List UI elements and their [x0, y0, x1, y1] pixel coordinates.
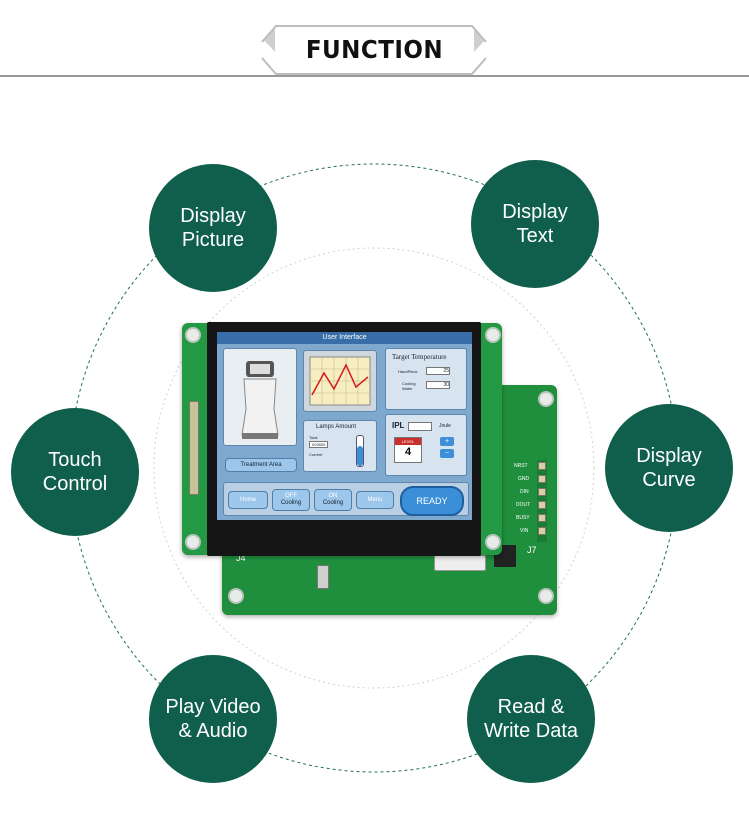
pin-label: DIN [520, 489, 529, 495]
cooling-value[interactable]: 30 [426, 381, 450, 389]
off-cooling-button[interactable]: OFF Cooling [272, 489, 310, 511]
ipl-panel: IPL Joule LEVEL 4 + − [385, 414, 467, 476]
lcd-screen: User Interface Treatment Area Lamps Amou… [217, 332, 472, 520]
button-bar: Home OFF Cooling ON Cooling Menu READY [223, 482, 469, 516]
joule-label: Joule [439, 423, 451, 429]
page-header: FUNCTION [0, 0, 749, 80]
level-value: 4 [404, 446, 412, 458]
side-connector [189, 401, 199, 495]
handpiece-value[interactable]: 25 [426, 367, 450, 375]
ipl-field[interactable] [408, 422, 432, 431]
feature-display-curve: Display Curve [605, 404, 733, 532]
cooling-label: Cooling Water [402, 381, 416, 391]
lamps-panel: Lamps Amount Total 003500 Current [303, 420, 377, 472]
target-temperature-panel: Target Temperature HandPiece 25 Cooling … [385, 348, 467, 410]
total-value: 003500 [309, 441, 329, 448]
curve-panel [303, 350, 377, 412]
level-down-button[interactable]: − [440, 449, 454, 458]
curve-graph [309, 356, 371, 406]
screen-title: User Interface [217, 332, 472, 344]
j4-label: J4 [236, 553, 246, 563]
pin-label: GND [518, 476, 530, 482]
handpiece-label: HandPiece [398, 369, 418, 374]
mount-hole [485, 327, 501, 343]
total-label: Total [309, 435, 318, 440]
current-label: Current [309, 452, 323, 457]
pin-label: NRST [514, 463, 528, 469]
off-label: OFF [285, 493, 297, 499]
ipl-label: IPL [392, 421, 405, 430]
menu-button[interactable]: Menu [356, 491, 394, 509]
mount-hole [485, 534, 501, 550]
mount-hole [185, 534, 201, 550]
feature-display-text: Display Text [471, 160, 599, 288]
target-temperature-title: Target Temperature [392, 353, 447, 361]
feature-touch-control: Touch Control [11, 408, 139, 536]
level-label: LEVEL [395, 438, 421, 445]
crystal [317, 565, 329, 589]
pin-label: DOUT [516, 502, 531, 508]
home-button[interactable]: Home [228, 491, 268, 509]
device-image [241, 361, 279, 439]
on-sub-label: Cooling [322, 500, 344, 506]
lamps-title: Lamps Amount [316, 424, 357, 430]
header-decoration [0, 25, 749, 77]
mount-hole [538, 588, 554, 604]
feature-display-picture: Display Picture [149, 164, 277, 292]
feature-play-video-audio: Play Video & Audio [149, 655, 277, 783]
ready-button[interactable]: READY [400, 486, 464, 516]
page-title: FUNCTION [305, 35, 444, 64]
device-picture-panel [223, 348, 297, 446]
off-sub-label: Cooling [280, 500, 302, 506]
mount-hole [228, 588, 244, 604]
feature-read-write-data: Read & Write Data [467, 655, 595, 783]
pin-label: VIN [520, 528, 529, 534]
mount-hole [185, 327, 201, 343]
lamp-gauge [356, 435, 364, 467]
connector [434, 555, 486, 571]
on-label: ON [328, 493, 338, 499]
level-box: LEVEL 4 [394, 437, 422, 463]
treatment-area-button[interactable]: Treatment Area [225, 458, 297, 472]
pin-label: BUSY [516, 515, 530, 521]
mount-hole [538, 391, 554, 407]
level-up-button[interactable]: + [440, 437, 454, 446]
j7-label: J7 [527, 545, 537, 555]
pin-header [537, 460, 547, 542]
on-cooling-button[interactable]: ON Cooling [314, 489, 352, 511]
